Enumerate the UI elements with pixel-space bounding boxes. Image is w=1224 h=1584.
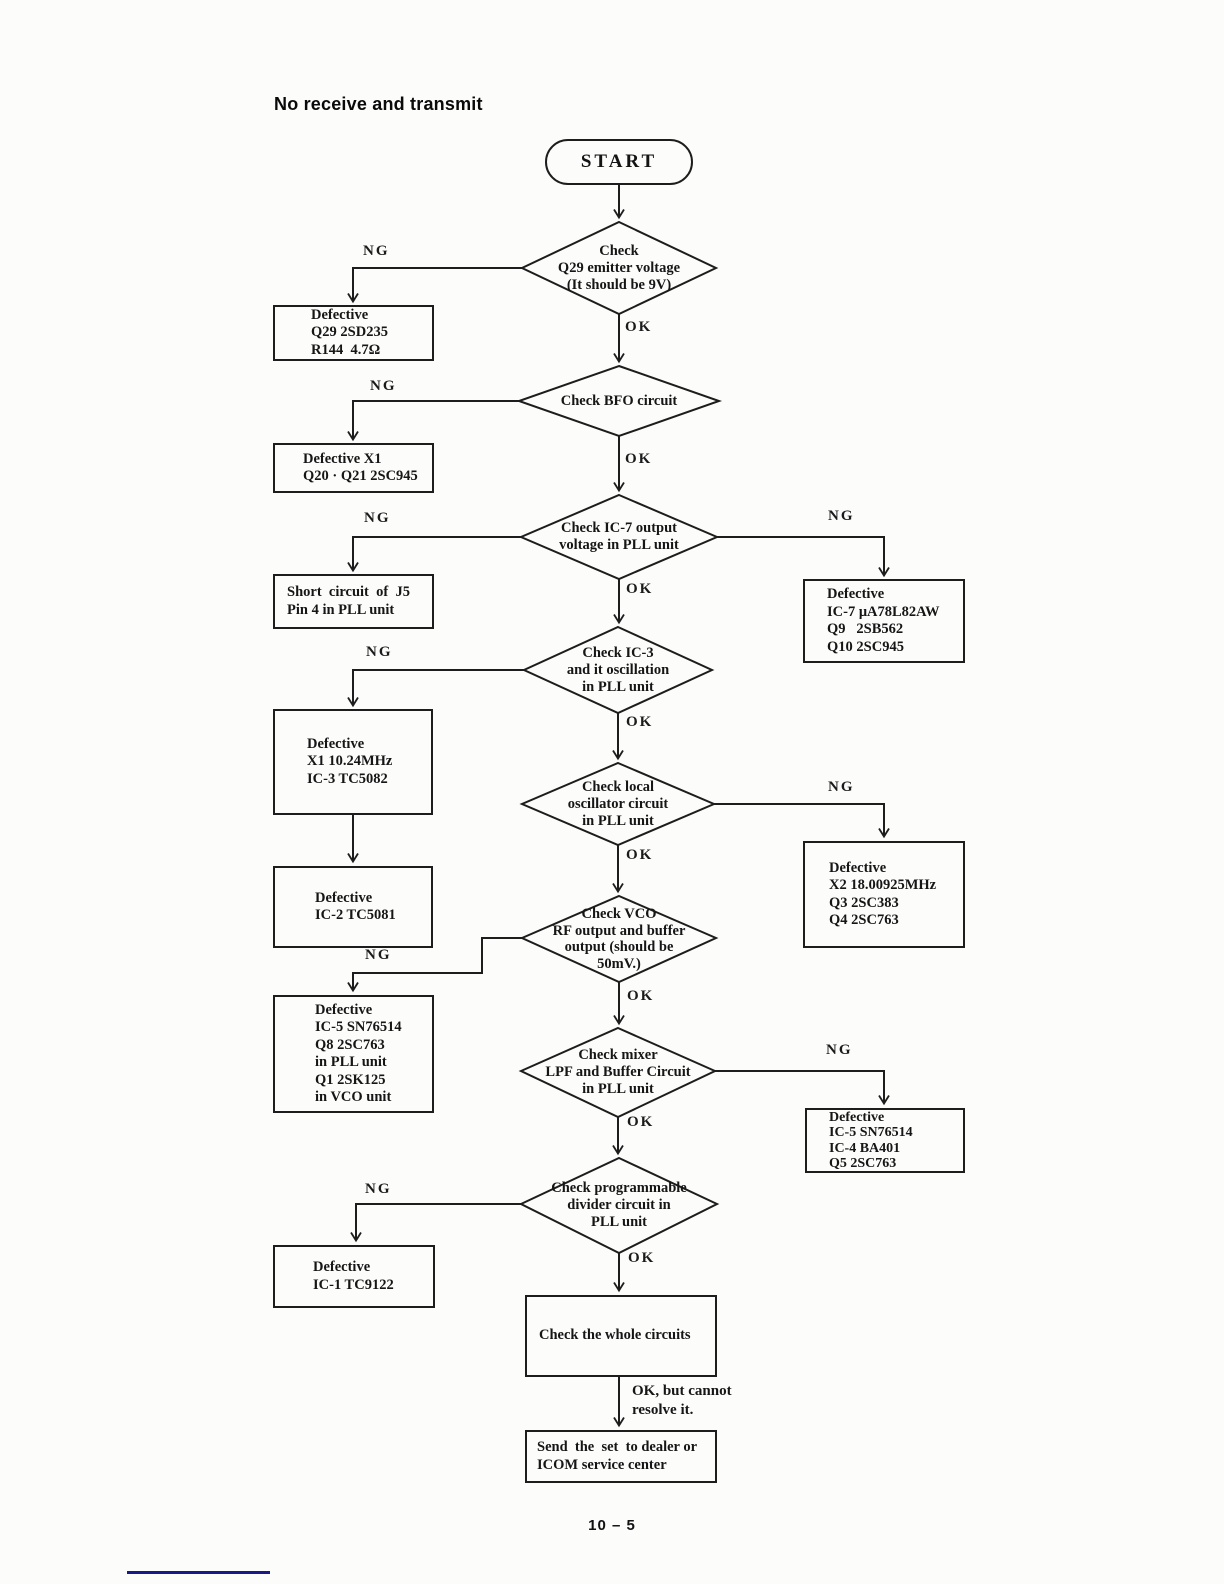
label-ok-q29: OK bbox=[625, 319, 653, 335]
diamond-check-mixer-text: Check mixer LPF and Buffer Circuit in PL… bbox=[545, 1047, 691, 1097]
diamond-check-bfo-text-wrap: Check BFO circuit bbox=[519, 366, 719, 436]
box-defective-ic1: Defective IC-1 TC9122 bbox=[273, 1245, 435, 1308]
box-defective-ic5-ic4-text: Defective IC-5 SN76514 IC-4 BA401 Q5 2SC… bbox=[829, 1109, 913, 1172]
label-ok-divider: OK bbox=[628, 1250, 656, 1266]
box-short-circuit-j5-text: Short circuit of J5 Pin 4 in PLL unit bbox=[287, 584, 410, 618]
page-number: 10 – 5 bbox=[588, 1517, 636, 1534]
diamond-check-q29-text-wrap: Check Q29 emitter voltage (It should be … bbox=[522, 222, 716, 314]
diamond-check-divider-text-wrap: Check programmable divider circuit in PL… bbox=[521, 1158, 717, 1253]
label-ng-ic7-left: NG bbox=[364, 510, 391, 526]
box-defective-q29: Defective Q29 2SD235 R144 4.7Ω bbox=[273, 305, 434, 361]
label-ng-bfo: NG bbox=[370, 378, 397, 394]
diamond-check-ic7-text-wrap: Check IC-7 output voltage in PLL unit bbox=[521, 495, 717, 579]
box-check-whole-circuits: Check the whole circuits bbox=[525, 1295, 717, 1377]
label-ng-ic7-right: NG bbox=[828, 508, 855, 524]
diamond-check-q29-text: Check Q29 emitter voltage (It should be … bbox=[557, 242, 681, 293]
box-check-whole-circuits-text: Check the whole circuits bbox=[539, 1327, 691, 1344]
diamond-check-bfo-text: Check BFO circuit bbox=[560, 392, 678, 409]
label-ok-vco: OK bbox=[627, 988, 655, 1004]
edge-mixer-ng bbox=[715, 1070, 890, 1106]
label-ok-ic7: OK bbox=[626, 581, 654, 597]
edge-ic3-ng bbox=[347, 669, 524, 708]
label-ng-ic3: NG bbox=[366, 644, 393, 660]
page-title: No receive and transmit bbox=[274, 94, 483, 114]
edge-divider-ng bbox=[350, 1203, 521, 1243]
box-defective-ic2: Defective IC-2 TC5081 bbox=[273, 866, 433, 948]
start-terminal: START bbox=[545, 139, 693, 185]
label-ng-localosc: NG bbox=[828, 779, 855, 795]
diamond-check-mixer-text-wrap: Check mixer LPF and Buffer Circuit in PL… bbox=[521, 1028, 715, 1117]
box-short-circuit-j5: Short circuit of J5 Pin 4 in PLL unit bbox=[273, 574, 434, 629]
box-defective-ic5-ic4: Defective IC-5 SN76514 IC-4 BA401 Q5 2SC… bbox=[805, 1108, 965, 1173]
box-defective-x1-bfo: Defective X1 Q20 · Q21 2SC945 bbox=[273, 443, 434, 493]
label-ng-q29: NG bbox=[363, 243, 390, 259]
edge-q29-ng bbox=[347, 267, 522, 304]
box-defective-ic7: Defective IC-7 μA78L82AW Q9 2SB562 Q10 2… bbox=[803, 579, 965, 663]
diamond-check-ic3-text: Check IC-3 and it oscillation in PLL uni… bbox=[566, 644, 670, 695]
box-send-to-dealer-text: Send the set to dealer or ICOM service c… bbox=[537, 1439, 698, 1473]
label-ok-localosc: OK bbox=[626, 847, 654, 863]
box-defective-ic5-vco-text: Defective IC-5 SN76514 Q8 2SC763 in PLL … bbox=[315, 1001, 402, 1106]
label-ok-ic3: OK bbox=[626, 714, 654, 730]
box-defective-x2-text: Defective X2 18.00925MHz Q3 2SC383 Q4 2S… bbox=[829, 859, 937, 929]
box-defective-x1-1024-text: Defective X1 10.24MHz IC-3 TC5082 bbox=[307, 735, 393, 787]
diamond-check-divider-text: Check programmable divider circuit in PL… bbox=[551, 1180, 687, 1230]
edge-ic7-ng-right bbox=[717, 536, 890, 578]
diamond-check-vco-text: Check VCO RF output and buffer output (s… bbox=[552, 906, 686, 972]
label-ok-but-cannot: OK, but cannot resolve it. bbox=[632, 1383, 732, 1418]
diamond-check-ic7-text: Check IC-7 output voltage in PLL unit bbox=[559, 520, 679, 553]
diamond-check-localosc-text: Check local oscillator circuit in PLL un… bbox=[567, 778, 669, 829]
edge-bfo-ng bbox=[347, 400, 521, 442]
box-defective-ic5-vco: Defective IC-5 SN76514 Q8 2SC763 in PLL … bbox=[273, 995, 434, 1113]
box-defective-ic2-text: Defective IC-2 TC5081 bbox=[315, 889, 396, 924]
box-defective-q29-text: Defective Q29 2SD235 R144 4.7Ω bbox=[311, 306, 388, 358]
footer-blue-line bbox=[127, 1571, 270, 1574]
box-defective-x2: Defective X2 18.00925MHz Q3 2SC383 Q4 2S… bbox=[803, 841, 965, 948]
box-defective-ic1-text: Defective IC-1 TC9122 bbox=[313, 1259, 394, 1293]
diamond-check-vco-text-wrap: Check VCO RF output and buffer output (s… bbox=[522, 896, 716, 982]
label-ng-vco: NG bbox=[365, 947, 392, 963]
label-ok-mixer: OK bbox=[627, 1114, 655, 1130]
label-ok-bfo: OK bbox=[625, 451, 653, 467]
edge-localosc-ng bbox=[714, 803, 890, 839]
edge-ic7-ng-left bbox=[347, 536, 521, 573]
label-ng-divider: NG bbox=[365, 1181, 392, 1197]
diamond-check-localosc-text-wrap: Check local oscillator circuit in PLL un… bbox=[522, 763, 714, 845]
box-defective-ic7-text: Defective IC-7 μA78L82AW Q9 2SB562 Q10 2… bbox=[827, 586, 940, 655]
box-defective-x1-1024: Defective X1 10.24MHz IC-3 TC5082 bbox=[273, 709, 433, 815]
label-ng-mixer: NG bbox=[826, 1042, 853, 1058]
box-send-to-dealer: Send the set to dealer or ICOM service c… bbox=[525, 1430, 717, 1483]
diamond-check-ic3-text-wrap: Check IC-3 and it oscillation in PLL uni… bbox=[524, 627, 712, 713]
box-defective-x1-bfo-text: Defective X1 Q20 · Q21 2SC945 bbox=[303, 450, 418, 485]
